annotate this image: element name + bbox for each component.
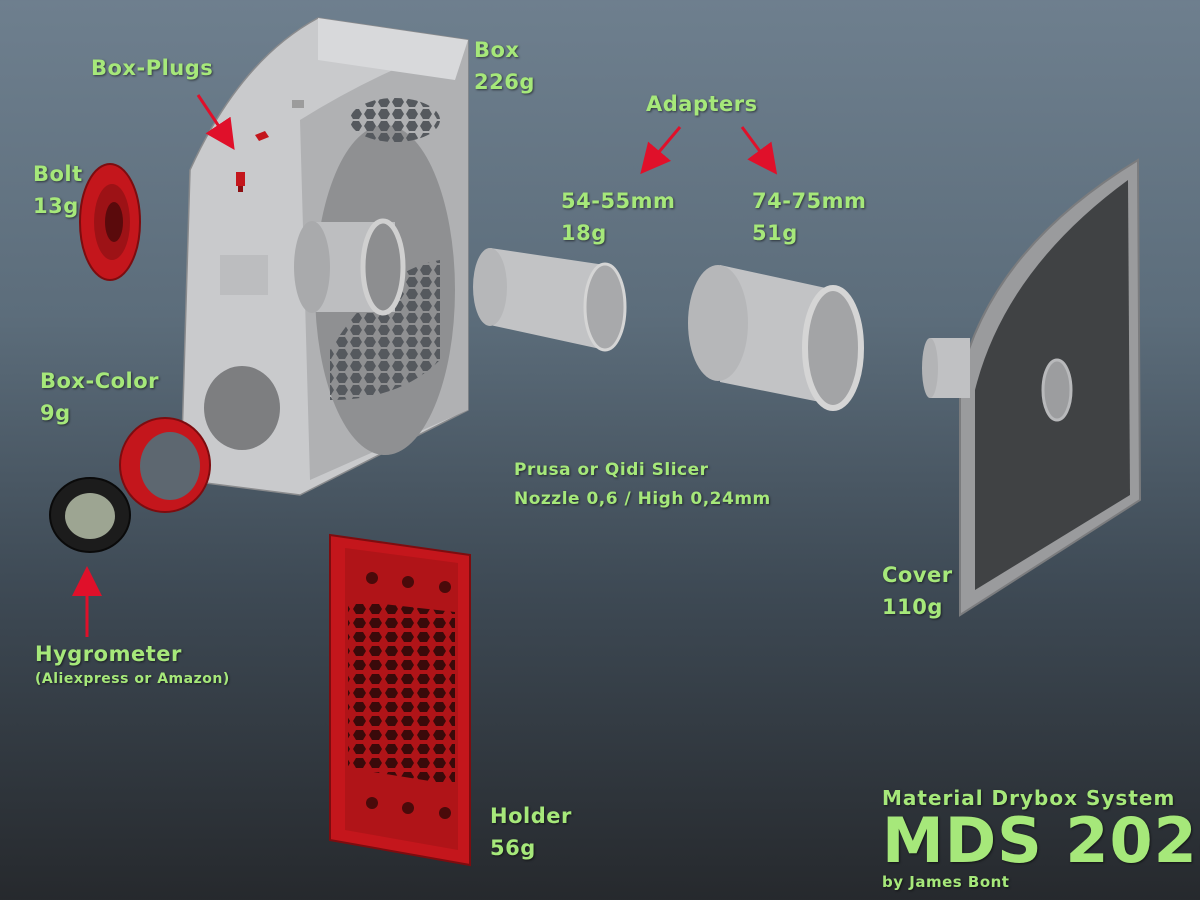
- brand-title: MDS 2024: [882, 804, 1200, 877]
- adapter-large-weight: 51g: [752, 221, 798, 245]
- box-color-name: Box-Color: [40, 369, 160, 393]
- arrow-adapter-small: [640, 126, 682, 175]
- bolt-label: Bolt 13g: [33, 158, 83, 222]
- bolt-name: Bolt: [33, 162, 83, 186]
- box-color-weight: 9g: [40, 401, 71, 425]
- hygrometer-label: Hygrometer (Aliexpress or Amazon): [35, 638, 230, 688]
- cover-part: [922, 158, 1142, 617]
- adapter-small-size: 54-55mm: [561, 189, 676, 213]
- nozzle-text: Nozzle 0,6 / High 0,24mm: [514, 489, 771, 509]
- adapter-small-label: 54-55mm 18g: [561, 185, 675, 249]
- box-part: [181, 17, 469, 496]
- adapter-small-weight: 18g: [561, 221, 607, 245]
- holder-part: [329, 533, 471, 867]
- arrow-box-plugs: [196, 94, 235, 150]
- adapter-large-label: 74-75mm 51g: [752, 185, 866, 249]
- hygrometer-source: (Aliexpress or Amazon): [35, 671, 230, 687]
- adapters-label: Adapters: [646, 92, 758, 116]
- box-weight: 226g: [474, 70, 535, 94]
- print-settings: Prusa or Qidi Slicer Nozzle 0,6 / High 0…: [514, 456, 771, 514]
- box-color-part: [119, 417, 211, 513]
- brand-author: by James Bont: [882, 873, 1010, 891]
- cover-weight: 110g: [882, 595, 943, 619]
- branding-block: Material Drybox System MDS 2024 by James…: [882, 786, 1200, 892]
- hygrometer-part: [49, 477, 131, 553]
- box-plugs-label: Box-Plugs: [91, 56, 214, 80]
- bolt-part: [79, 163, 141, 281]
- brand-subtitle: Material Drybox System: [882, 786, 1176, 810]
- cover-label: Cover 110g: [882, 559, 953, 623]
- slicer-text: Prusa or Qidi Slicer: [514, 460, 709, 480]
- adapter-small-part: [473, 248, 627, 352]
- holder-weight: 56g: [490, 836, 536, 860]
- box-name: Box: [474, 38, 520, 62]
- adapter-large-part: [688, 265, 864, 411]
- adapter-large-size: 74-75mm: [752, 189, 867, 213]
- arrow-adapter-large: [740, 126, 778, 175]
- box-label: Box 226g: [474, 34, 535, 98]
- holder-label: Holder 56g: [490, 800, 572, 864]
- holder-name: Holder: [490, 804, 572, 828]
- box-color-label: Box-Color 9g: [40, 365, 159, 429]
- box-plugs-part: [236, 131, 269, 192]
- cover-name: Cover: [882, 563, 953, 587]
- hygrometer-name: Hygrometer: [35, 642, 182, 666]
- bolt-weight: 13g: [33, 194, 79, 218]
